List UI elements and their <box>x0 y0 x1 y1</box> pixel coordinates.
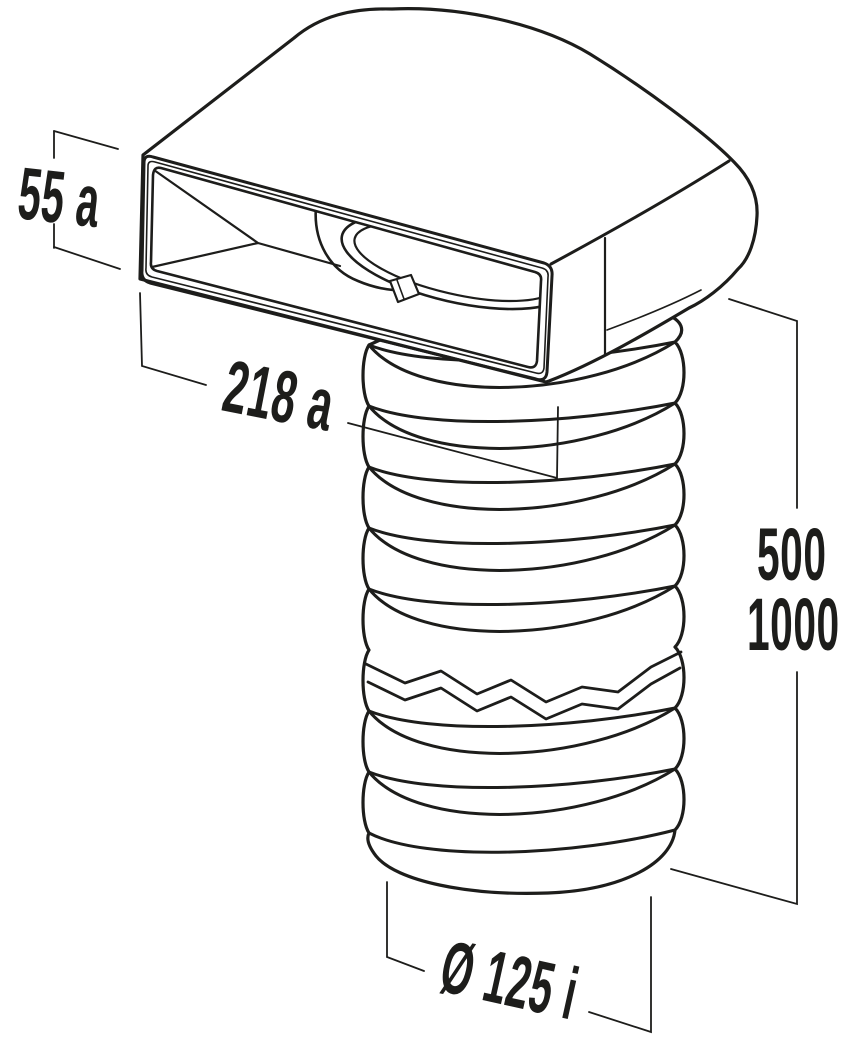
label-height-55a: 55 a <box>14 152 104 244</box>
duct-top-right-crease <box>549 159 731 266</box>
interior-left-corner-lines <box>150 168 342 269</box>
hose-break-zigzag <box>364 650 683 721</box>
label-length-1000: 1000 <box>747 583 840 666</box>
hose-corrugation-lines <box>367 340 677 854</box>
dimension-diameter-125 <box>386 881 652 1034</box>
collar-wall-arc <box>314 204 395 292</box>
label-width-218a: 218 a <box>217 344 342 447</box>
duct-interior <box>150 168 542 311</box>
label-diameter-125i: Ø 125 i <box>434 925 586 1036</box>
duct-corner-highlight <box>606 289 702 331</box>
duct-front-frame-outer <box>140 154 554 382</box>
label-length-500: 500 <box>757 513 827 596</box>
collar-clip-tab-edge <box>396 279 405 300</box>
dimension-length-500-1000 <box>670 298 798 906</box>
dimension-lines <box>53 130 798 1034</box>
dimension-labels: 55 a 218 a 500 1000 Ø 125 i <box>14 152 840 1036</box>
duct-adapter-drawing <box>138 7 759 384</box>
dimension-height-55 <box>53 130 121 270</box>
flexible-hose-drawing <box>361 294 686 895</box>
hose-outline <box>361 294 686 895</box>
duct-opening-edge <box>149 166 543 369</box>
dimension-width-218 <box>139 292 559 480</box>
duct-silhouette <box>138 7 759 384</box>
duct-front-frame-highlight <box>145 160 549 375</box>
